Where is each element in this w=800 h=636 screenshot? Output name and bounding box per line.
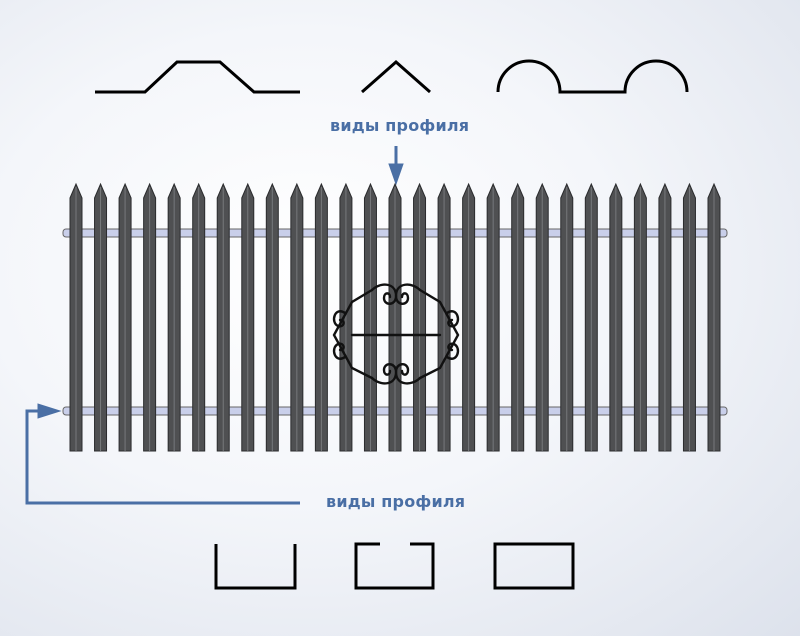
u-channel-profile bbox=[214, 544, 297, 590]
c-channel-profile bbox=[354, 542, 435, 590]
bottom-profiles bbox=[214, 542, 575, 590]
triangle-profile bbox=[361, 59, 431, 94]
semicircle-profile bbox=[496, 59, 689, 94]
trapezoid-profile bbox=[95, 60, 300, 94]
caption-profile-types-top: виды профиля bbox=[330, 116, 470, 135]
bottom-arrow bbox=[25, 403, 300, 505]
scroll-ornament bbox=[332, 283, 460, 385]
top-arrow bbox=[388, 146, 404, 186]
top-profiles bbox=[95, 59, 689, 94]
caption-profile-types-bottom: виды профиля bbox=[326, 492, 466, 511]
fence-pickets bbox=[69, 182, 721, 452]
rectangular-tube-profile bbox=[493, 542, 575, 590]
